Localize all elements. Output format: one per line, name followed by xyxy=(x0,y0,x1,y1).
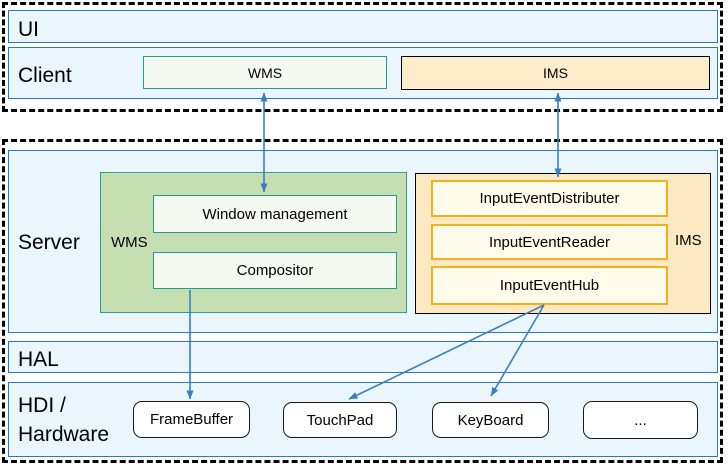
touchpad-label: TouchPad xyxy=(306,411,374,429)
compositor-label: Compositor xyxy=(236,262,314,279)
touchpad-box: TouchPad xyxy=(283,402,397,438)
server-side-dashed-frame xyxy=(2,139,723,463)
client-ims-box: IMS xyxy=(401,56,710,90)
layer-hal xyxy=(8,341,718,373)
window-management-box: Window management xyxy=(153,195,397,233)
keyboard-box: KeyBoard xyxy=(432,402,549,438)
more-devices-box: ... xyxy=(583,401,698,439)
input-event-hub-label: InputEventHub xyxy=(499,277,600,294)
server-ims-group: IMS InputEventDistributer InputEventRead… xyxy=(415,173,711,314)
input-event-reader-box: InputEventReader xyxy=(431,224,668,260)
input-event-reader-label: InputEventReader xyxy=(489,233,610,251)
client-wms-box: WMS xyxy=(143,56,387,89)
client-wms-label: WMS xyxy=(247,64,283,81)
server-wms-group-label: WMS xyxy=(111,234,148,251)
framebuffer-box: FrameBuffer xyxy=(133,401,250,438)
layer-ui xyxy=(8,10,718,43)
input-event-distributer-box: InputEventDistributer xyxy=(431,180,668,217)
layer-client-label: Client xyxy=(18,64,72,87)
client-side-dashed-frame xyxy=(2,2,723,112)
compositor-box: Compositor xyxy=(153,252,397,289)
input-event-distributer-label: InputEventDistributer xyxy=(479,190,620,207)
layer-hdi-hardware-label: HDI / Hardware xyxy=(18,394,110,446)
client-ims-label: IMS xyxy=(543,65,568,81)
layer-hal-label: HAL xyxy=(18,348,59,371)
input-event-hub-box: InputEventHub xyxy=(431,266,668,305)
server-ims-group-label: IMS xyxy=(675,232,702,249)
layer-ui-label: UI xyxy=(18,18,39,41)
keyboard-label: KeyBoard xyxy=(457,411,524,429)
server-wms-group: WMS Window management Compositor xyxy=(100,172,407,313)
window-management-label: Window management xyxy=(202,205,348,223)
more-devices-label: ... xyxy=(634,411,647,429)
framebuffer-label: FrameBuffer xyxy=(149,411,234,428)
layer-server-label: Server xyxy=(18,231,80,254)
